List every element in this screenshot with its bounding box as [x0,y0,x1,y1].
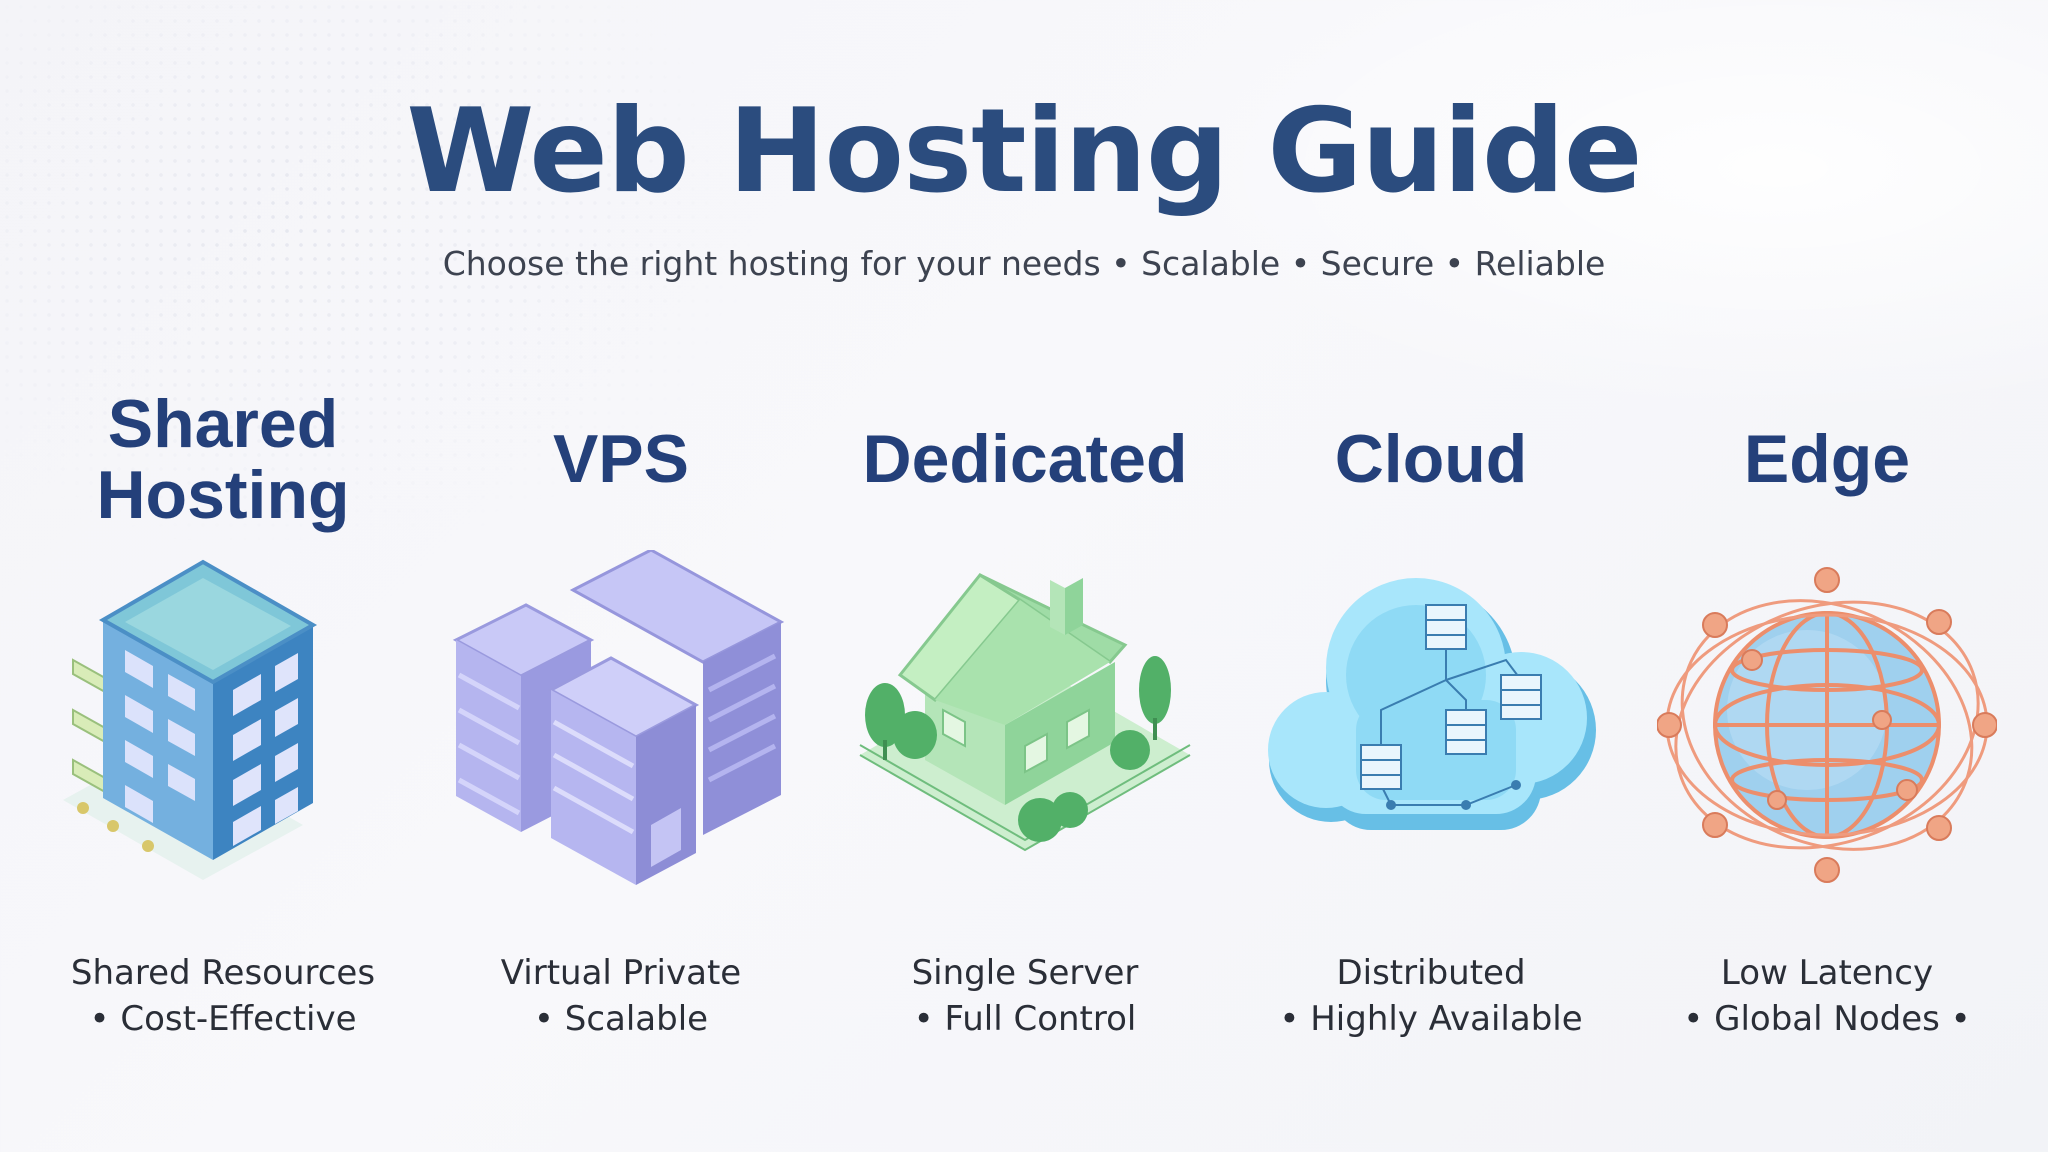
hosting-card-line1: Virtual Private [500,953,742,993]
hosting-card-line1: Low Latency [1720,953,1934,993]
hosting-card-title: Dedicated [862,421,1188,498]
hosting-card-description: Virtual Private • Scalable [426,950,816,1042]
hosting-card-line2: • Highly Available [1279,999,1583,1039]
house-icon [855,550,1195,890]
hosting-card-title: Shared Hosting [96,385,350,533]
hosting-card-shared: Shared Hosting [28,380,418,1080]
hosting-card-line1: Single Server [911,953,1139,993]
globe-network-icon [1657,550,1997,890]
hosting-card-edge: Edge [1632,380,2022,1080]
page-title: Web Hosting Guide [406,84,1642,219]
hosting-card-cloud: Cloud [1236,380,1626,1080]
background-dot-pattern [0,0,760,560]
hosting-card-title: VPS [552,421,690,498]
hosting-card-description: Low Latency • Global Nodes • [1632,950,2022,1042]
hosting-card-line2: • Full Control [913,999,1137,1039]
background-swoosh [1150,0,2048,420]
hosting-card-description: Distributed • Highly Available [1236,950,1626,1042]
hosting-card-line2: • Cost-Effective [89,999,357,1039]
hosting-card-title: Cloud [1334,421,1528,498]
hosting-card-vps: VPS [426,380,816,1080]
hosting-card-line1: Distributed [1336,953,1526,993]
page-subtitle: Choose the right hosting for your needs … [442,244,1606,283]
hosting-card-description: Shared Resources • Cost-Effective [28,950,418,1042]
apartment-building-icon [53,550,393,890]
hosting-card-dedicated: Dedicated [830,380,1220,1080]
hosting-card-line2: • Global Nodes • [1683,999,1971,1039]
hosting-card-line2: • Scalable [533,999,709,1039]
cloud-servers-icon [1261,550,1601,890]
hosting-card-description: Single Server • Full Control [830,950,1220,1042]
hosting-card-title: Edge [1743,421,1911,498]
hosting-card-line1: Shared Resources [70,953,376,993]
office-buildings-icon [451,550,791,890]
